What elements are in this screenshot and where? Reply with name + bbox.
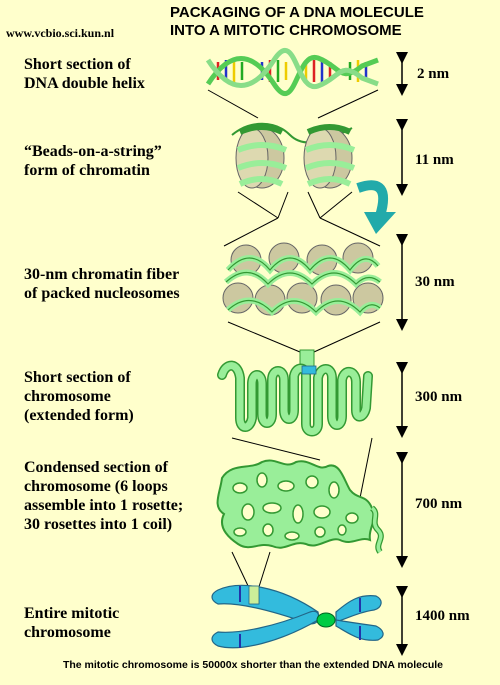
stage-3-label: 30-nm chromatin fiber of packed nucleoso…: [24, 265, 180, 303]
dna-double-helix: [205, 48, 379, 96]
connector-lines-2: [223, 191, 381, 247]
stage-6-label-line: Entire mitotic: [24, 605, 120, 622]
stage-4-label: Short section of chromosome (extended fo…: [24, 368, 134, 425]
nucleosome-beads: [231, 122, 396, 234]
chromatin-fiber-30nm: [222, 242, 384, 317]
stage-5-label-line: assemble into 1 rosette;: [24, 497, 184, 514]
stage-1-label-line: Short section of: [24, 56, 131, 73]
connector-lines-1: [207, 89, 379, 119]
stage-6-label: Entire mitotic chromosome: [24, 604, 119, 642]
title-line-2: INTO A MITOTIC CHROMOSOME: [170, 22, 402, 39]
stage-5-label-line: 30 rosettes into 1 coil): [24, 516, 173, 533]
centromere: [316, 612, 336, 628]
size-label-700nm: 700 nm: [415, 496, 463, 512]
stage-2-label-line: “Beads-on-a-string”: [24, 143, 162, 160]
coiling-arrow-icon: [356, 180, 396, 234]
page-title: PACKAGING OF A DNA MOLECULE INTO A MITOT…: [170, 4, 500, 40]
stage-2-label-line: form of chromatin: [24, 162, 150, 179]
footer-note: The mitotic chromosome is 50000x shorter…: [62, 659, 444, 671]
stage-2-label: “Beads-on-a-string” form of chromatin: [24, 142, 162, 180]
stage-4-label-line: Short section of: [24, 369, 131, 386]
website-url: www.vcbio.sci.kun.nl: [6, 26, 115, 40]
stage-3-label-line: 30-nm chromatin fiber: [24, 266, 180, 283]
stage-5-label-line: chromosome (6 loops: [24, 478, 168, 495]
stage-5-label-line: Condensed section of: [24, 459, 169, 476]
connector-lines-4: [231, 437, 373, 499]
size-label-1400nm: 1400 nm: [415, 608, 470, 624]
stage-3-label-line: of packed nucleosomes: [24, 285, 180, 302]
nucleosome-bead: [303, 124, 356, 189]
stage-1-label-line: DNA double helix: [24, 75, 145, 92]
nucleosome-bead: [235, 124, 288, 189]
chromosome-extended-loops: [217, 360, 373, 437]
stage-1-label: Short section of DNA double helix: [24, 55, 145, 93]
stage-5-label: Condensed section of chromosome (6 loops…: [24, 458, 183, 534]
stage-4-label-line: (extended form): [24, 407, 134, 424]
size-label-300nm: 300 nm: [415, 389, 463, 405]
stage-6-label-line: chromosome: [24, 624, 111, 641]
size-label-11nm: 11 nm: [415, 152, 454, 168]
connector-lines-5: [231, 551, 271, 591]
connector-lines-3: [227, 321, 381, 353]
size-label-2nm: 2 nm: [417, 66, 450, 82]
stage-4-label-line: chromosome: [24, 388, 111, 405]
highlighted-segment: [301, 365, 317, 375]
magnified-section-box: [248, 585, 260, 605]
condensed-chromosome-section: [216, 459, 384, 554]
mitotic-chromosome: [211, 584, 384, 649]
size-label-30nm: 30 nm: [415, 274, 455, 290]
title-line-1: PACKAGING OF A DNA MOLECULE: [170, 4, 424, 21]
